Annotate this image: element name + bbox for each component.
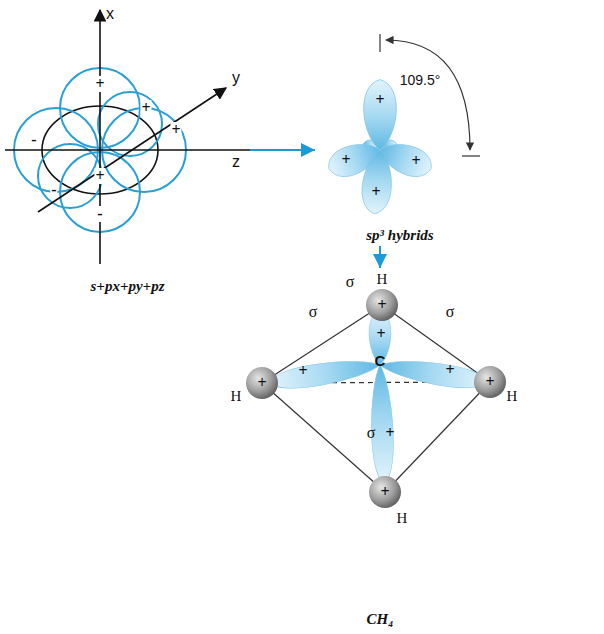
orbital-sign: + — [377, 297, 386, 313]
orbital-sign: + — [411, 153, 420, 169]
bond-label: σ — [309, 304, 318, 320]
bond-orbitals — [268, 311, 489, 484]
figure-caption: s+px+py+pz — [91, 278, 165, 295]
bond-label: σ — [446, 304, 455, 320]
orbital-sign: + — [385, 425, 394, 441]
orbital-sign: + — [94, 168, 105, 184]
orbital-figure: sp³ hybrids — [315, 20, 485, 246]
orbital-sign: + — [445, 362, 454, 378]
orbital-figure: CH₄ — [225, 268, 535, 630]
atom-label: H — [377, 272, 388, 287]
orbital-sign: + — [341, 152, 350, 168]
orbital-sign: + — [94, 76, 105, 92]
orbital-sign: + — [375, 92, 384, 108]
orbital-sign: + — [140, 100, 151, 116]
orbital-sign: + — [380, 484, 389, 500]
orbital-sign: + — [376, 326, 385, 342]
orbital-sign: + — [170, 122, 181, 138]
orbital-sign: - — [30, 132, 37, 148]
atomic-orbitals — [5, 10, 250, 264]
angle-marker — [380, 34, 480, 156]
atom-label: H — [397, 511, 408, 526]
bond-label: σ — [346, 274, 355, 290]
atom-label: H — [231, 389, 242, 404]
hydrogen-atoms — [246, 289, 506, 508]
orbital-sign: - — [50, 182, 57, 198]
tetrahedron — [262, 305, 490, 492]
figure-caption: CH₄ — [367, 611, 394, 628]
figure-caption: sp³ hybrids — [366, 227, 433, 244]
angle-label: 109.5° — [400, 73, 441, 87]
orbital-sign: + — [485, 374, 494, 390]
atom-label: H — [507, 389, 518, 404]
orbital-figure: s+px+py+pz — [5, 5, 250, 297]
orbital-sign: + — [371, 184, 380, 200]
orbital-sign: - — [96, 206, 103, 222]
flow-arrow — [250, 149, 315, 151]
orbital-sign: + — [298, 363, 307, 379]
orbital-sign: + — [257, 375, 266, 391]
atom-label: C — [375, 353, 386, 368]
hybrid-orbitals — [324, 80, 436, 215]
axis-label: x — [106, 6, 114, 22]
axis-label: y — [232, 70, 240, 86]
axis-label: z — [232, 154, 240, 170]
bond-label: σ — [367, 425, 376, 441]
flow-arrow — [379, 246, 381, 268]
